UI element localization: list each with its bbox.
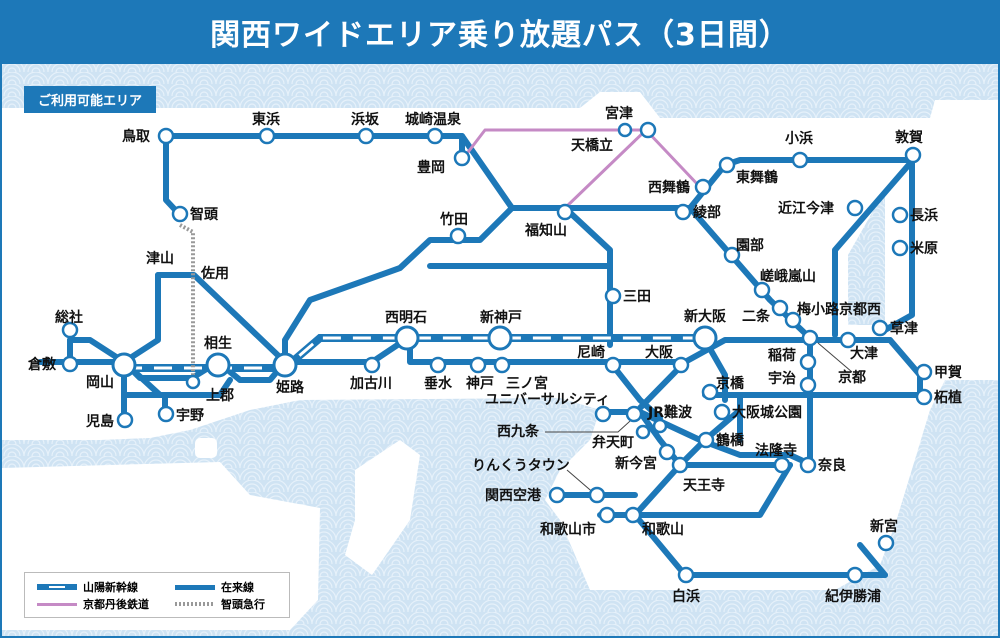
label-wakayama: 和歌山 xyxy=(642,521,684,538)
label-tsuge: 柘植 xyxy=(933,389,962,406)
label-uno: 宇野 xyxy=(176,407,204,424)
leader-kyoto xyxy=(817,342,853,373)
label-sannomiya: 三ノ宮 xyxy=(506,375,548,392)
legend-tango: 京都丹後鉄道 xyxy=(37,596,149,612)
land-islet xyxy=(195,438,217,458)
label-shinosaka: 新大阪 xyxy=(684,308,727,325)
label-omiimazu: 近江今津 xyxy=(778,200,834,217)
label-himeji: 姫路 xyxy=(276,379,305,396)
label-kurashiki: 倉敷 xyxy=(27,356,57,373)
label-kinosaki: 城崎温泉 xyxy=(405,111,462,128)
legend-shinkansen: 山陽新幹線 xyxy=(37,579,138,595)
label-nishikujo: 西九条 xyxy=(497,423,540,440)
station-nodes[interactable] xyxy=(61,121,933,584)
label-ayabe: 綾部 xyxy=(693,204,721,221)
label-tsuruhashi: 鶴橋 xyxy=(716,432,745,449)
label-sayo: 佐用 xyxy=(200,265,229,282)
land-awaji xyxy=(345,440,420,575)
legend-shinkansen-label: 山陽新幹線 xyxy=(83,581,138,594)
label-tsuyama: 津山 xyxy=(146,250,174,267)
legend-tango-label: 京都丹後鉄道 xyxy=(83,598,149,611)
page-title: 関西ワイドエリア乗り放題パス（3日間） xyxy=(0,0,1000,64)
label-nara: 奈良 xyxy=(817,457,846,474)
label-maibara: 米原 xyxy=(910,240,938,257)
label-aioi: 相生 xyxy=(204,335,232,352)
label-sonobe: 園部 xyxy=(736,237,764,254)
tango-swatch-icon xyxy=(37,602,77,606)
label-chizu: 智頭 xyxy=(189,206,219,223)
label-kojima: 児島 xyxy=(85,413,114,430)
legend-chizu-label: 智頭急行 xyxy=(221,598,265,611)
label-koka: 甲賀 xyxy=(934,364,962,381)
label-shirahama: 白浜 xyxy=(672,588,700,605)
label-uji: 宇治 xyxy=(768,370,796,387)
label-umekoji: 梅小路京都西 xyxy=(797,301,881,318)
label-osakajokoen: 大阪城公園 xyxy=(732,404,802,421)
legend-chizu: 智頭急行 xyxy=(175,596,265,612)
label-miyazu: 宮津 xyxy=(605,105,633,122)
label-kakogawa: 加古川 xyxy=(349,375,392,392)
label-kyobashi: 京橋 xyxy=(716,375,745,392)
label-takeda: 竹田 xyxy=(439,211,468,228)
label-amagasaki: 尼崎 xyxy=(577,344,605,361)
shinkansen-swatch-icon xyxy=(37,584,77,590)
label-soja: 総社 xyxy=(55,309,83,326)
label-nijo: 二条 xyxy=(742,308,771,325)
label-hamasaka: 浜坂 xyxy=(351,111,380,128)
label-tsuruga: 敦賀 xyxy=(895,129,923,146)
label-obama: 小浜 xyxy=(785,130,813,147)
label-nishimaizuru: 西舞鶴 xyxy=(648,179,690,196)
label-kansai-airport: 関西空港 xyxy=(485,487,542,504)
label-sanda: 三田 xyxy=(623,289,651,305)
label-inari: 稲荷 xyxy=(768,347,796,364)
label-sagaarashiyama: 嵯峨嵐山 xyxy=(760,268,816,285)
label-tarumi: 垂水 xyxy=(424,375,453,392)
label-shinkobe: 新神戸 xyxy=(480,309,522,326)
label-nishiakashi: 西明石 xyxy=(385,310,427,326)
label-otsu: 大津 xyxy=(850,345,878,362)
label-horyuji: 法隆寺 xyxy=(755,442,797,459)
label-toyooka: 豊岡 xyxy=(417,159,445,176)
label-kiikatsuura: 紀伊勝浦 xyxy=(825,588,881,605)
label-rinku: りんくうタウン xyxy=(472,458,570,474)
label-kusatsu: 草津 xyxy=(890,320,918,337)
legend-conventional-label: 在来線 xyxy=(221,581,254,594)
label-okayama: 岡山 xyxy=(86,375,114,391)
label-kobe: 神戸 xyxy=(466,375,494,392)
label-bentencho: 弁天町 xyxy=(592,434,634,451)
label-higashihama: 東浜 xyxy=(252,111,280,128)
label-tennoji: 天王寺 xyxy=(683,478,725,494)
available-area-tag: ご利用可能エリア xyxy=(24,86,157,113)
label-shinimamiya: 新今宮 xyxy=(615,455,657,472)
label-kamigori: 上郡 xyxy=(206,388,234,404)
label-kyoto: 京都 xyxy=(838,369,866,386)
lake-biwa xyxy=(848,190,885,325)
label-shingu: 新宮 xyxy=(870,518,898,535)
label-nagahama: 長浜 xyxy=(910,207,938,224)
label-osaka: 大阪 xyxy=(645,344,674,361)
legend: 山陽新幹線 在来線 京都丹後鉄道 智頭急行 xyxy=(24,572,290,618)
label-higashimaizuru: 東舞鶴 xyxy=(736,169,778,186)
label-tottori: 鳥取 xyxy=(122,128,151,145)
station-labels: 鳥取 東浜 浜坂 城崎温泉 豊岡 宮津 天橋立 西舞鶴 東舞鶴 小浜 敦賀 智頭… xyxy=(27,105,962,605)
conventional-swatch-icon xyxy=(175,584,215,590)
chizu-swatch-icon xyxy=(175,602,215,606)
label-amanohashidate: 天橋立 xyxy=(571,137,613,154)
chizu-express-line xyxy=(179,223,195,380)
label-wakayamashi: 和歌山市 xyxy=(540,521,596,538)
legend-conventional: 在来線 xyxy=(175,579,254,595)
label-jrnamba: JR難波 xyxy=(647,404,693,421)
label-usj: ユニバーサルシティ xyxy=(485,392,610,408)
label-fukuchiyama: 福知山 xyxy=(524,222,567,239)
